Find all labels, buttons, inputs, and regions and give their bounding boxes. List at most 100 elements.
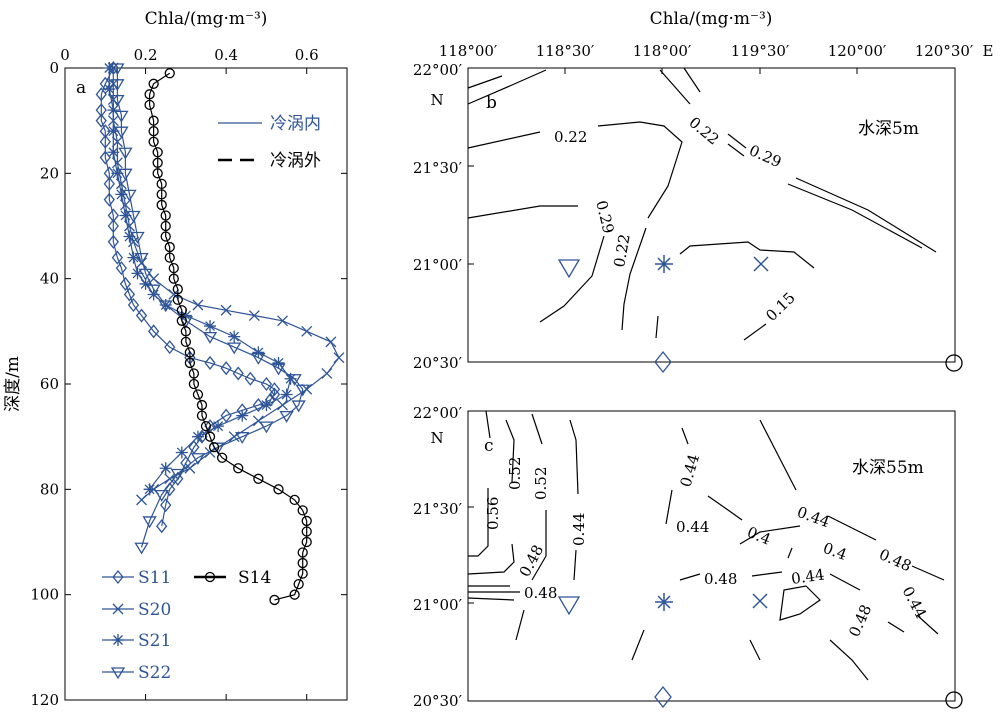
- data-point-s11: [204, 355, 216, 370]
- data-point-s21: [139, 277, 152, 290]
- contour-line: [467, 205, 578, 219]
- legend-symbol-s20: [102, 603, 134, 615]
- contour-line: [505, 419, 515, 483]
- data-point-s11: [147, 324, 160, 339]
- y-tick-label: 40: [40, 270, 59, 288]
- data-point-s22: [178, 316, 194, 329]
- data-point-s11: [268, 382, 281, 397]
- legend-label-inside: 冷涡内: [270, 114, 321, 134]
- data-point-s11: [95, 87, 107, 102]
- contour-line: [787, 183, 923, 249]
- data-point-s14: [152, 168, 163, 179]
- data-point-s14: [148, 126, 159, 137]
- data-point-s21: [107, 104, 120, 117]
- lon-tick-1: 118°00′: [439, 42, 498, 60]
- panel-c-contours: [467, 410, 945, 681]
- lat-tick-4: 20°30′: [413, 692, 463, 710]
- data-point-s11: [127, 297, 140, 313]
- data-point-s11: [99, 76, 111, 91]
- contour-line: [749, 639, 761, 661]
- data-point-s21: [260, 399, 273, 412]
- contour-line: [829, 573, 861, 591]
- contour-line: [681, 427, 689, 445]
- panel-c-map-55m: 22°00′ N 21°30′ 21°00′ 20°30′ c 水深55m: [413, 404, 963, 710]
- legend-symbol-s21: [102, 634, 134, 646]
- series-line-s11: [100, 67, 276, 527]
- data-point-s11: [119, 276, 132, 291]
- contour-label: 0.48: [876, 545, 914, 575]
- y-tick-label: 120: [30, 691, 59, 709]
- data-point-s21: [252, 346, 265, 359]
- panel-a-station-legend: S11 S20 S21 S22 S14: [102, 568, 271, 683]
- series-line-s21: [108, 68, 292, 490]
- data-point-s11: [220, 408, 232, 423]
- data-point-s20: [325, 336, 337, 348]
- legend-symbol-s14: [194, 571, 226, 583]
- data-point-s21: [107, 125, 120, 138]
- y-tick-label: 60: [40, 375, 59, 393]
- data-point-s11: [107, 218, 119, 234]
- data-point-s14: [253, 473, 264, 484]
- legend-symbol-marker: [204, 571, 216, 583]
- data-point-s20: [184, 462, 196, 474]
- panel-b-label: b: [486, 93, 497, 113]
- y-tick-label: 0: [49, 59, 59, 77]
- lat-tick-1: 22°00′: [413, 61, 463, 79]
- data-point-s14: [184, 357, 196, 369]
- data-point-s11: [196, 429, 208, 444]
- contour-line: [655, 315, 659, 339]
- contour-label: 0.44: [898, 583, 930, 621]
- contour-label: 0.4: [821, 539, 850, 564]
- contour-line: [911, 565, 945, 581]
- contour-label: 0.52: [506, 457, 524, 490]
- station-s22-marker: [557, 596, 581, 616]
- contour-label: 0.48: [845, 602, 875, 640]
- contour-line: [467, 69, 547, 105]
- data-point-s21: [103, 83, 116, 96]
- data-point-s11: [107, 208, 119, 223]
- data-point-s14: [297, 505, 308, 516]
- contour-label: 0.48: [704, 570, 737, 588]
- data-point-s14: [176, 305, 187, 316]
- station-s14-marker: [945, 354, 963, 372]
- contour-line: [485, 410, 491, 439]
- data-point-s20: [164, 473, 176, 485]
- contour-line: [531, 510, 547, 581]
- data-point-s14: [156, 199, 167, 211]
- data-point-s20: [123, 220, 135, 232]
- data-point-s11: [135, 308, 148, 323]
- data-point-s14: [156, 189, 167, 200]
- data-point-s20: [136, 494, 148, 506]
- panel-c-contour-labels: 0.56 0.52 0.52 0.48 0.48 0.44 0.44 0.44 …: [484, 452, 930, 640]
- series-s22: [110, 63, 310, 555]
- contour-line: [539, 235, 605, 323]
- data-point-s21: [127, 251, 140, 264]
- data-point-s22: [190, 453, 206, 465]
- data-point-s14: [208, 442, 220, 453]
- contour-line: [727, 143, 745, 157]
- panel-a-x-axis-label: Chla/(mg·m⁻³): [145, 9, 268, 29]
- data-point-s21: [179, 309, 192, 322]
- legend-symbol-marker: [112, 603, 124, 615]
- panel-b-map-5m: Chla/(mg·m⁻³) 118°00′ 118°30′ 118°00′ 11…: [413, 9, 993, 374]
- panel-b-x-ticks: 118°00′ 118°30′ 118°00′ 119°30′ 120°00′ …: [439, 42, 993, 74]
- data-point-s14: [200, 420, 212, 432]
- data-point-s22: [114, 126, 129, 139]
- contour-line: [743, 323, 767, 341]
- data-point-s22: [279, 410, 294, 423]
- data-point-s22: [122, 189, 137, 202]
- legend-label-s21: S21: [138, 631, 171, 651]
- contour-label: 0.44: [790, 565, 826, 587]
- data-point-s21: [131, 267, 144, 280]
- data-point-s22: [110, 79, 125, 92]
- station-s14-marker: [945, 691, 963, 709]
- lat-tick-3: 21°00′: [413, 256, 463, 274]
- data-point-s11: [115, 261, 128, 276]
- data-point-s14: [289, 589, 300, 600]
- contour-line: [917, 615, 939, 635]
- data-point-s11: [99, 124, 111, 139]
- contour-line: [597, 121, 683, 219]
- y-tick-label: 20: [40, 164, 59, 182]
- data-point-s11: [111, 250, 124, 265]
